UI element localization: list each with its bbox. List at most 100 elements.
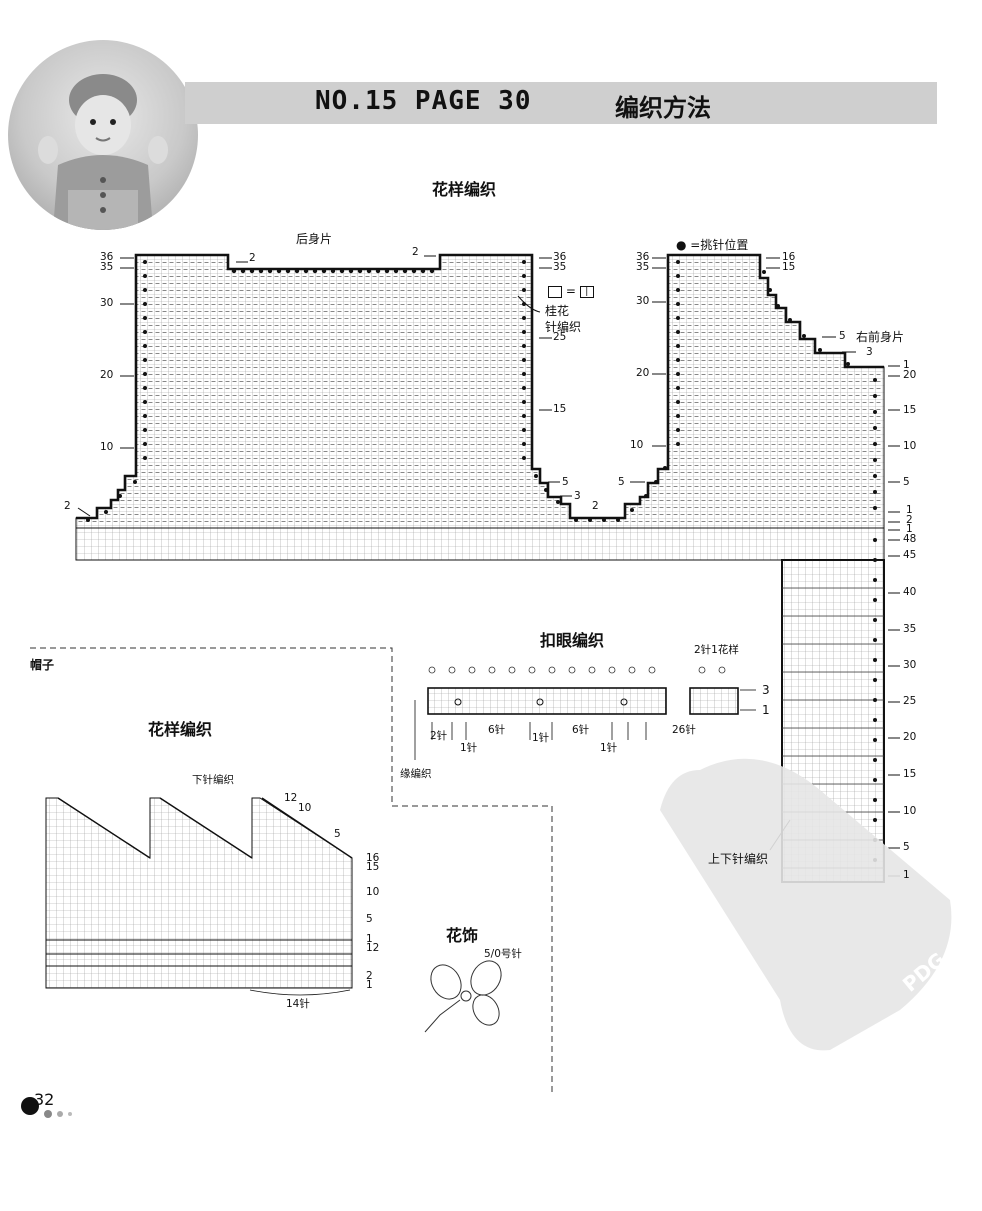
back-right-row-15: 15 <box>553 403 567 415</box>
front-neck-5: 5 <box>839 330 846 342</box>
page-number: 32 <box>34 1090 55 1109</box>
right-front-label: 右前身片 <box>856 330 905 344</box>
hood-label: 帽子 <box>30 658 55 672</box>
back-right-row-2: 2 <box>592 500 599 512</box>
buttonhole-title: 扣眼编织 <box>540 631 605 650</box>
buttonhole-count-6a: 6针 <box>488 724 506 736</box>
header-bar <box>185 82 937 124</box>
front-right-row-15: 15 <box>903 404 917 416</box>
buttonhole-count-2: 2针 <box>430 730 448 742</box>
shoulder-dots <box>231 268 435 274</box>
pickup-legend: ● =挑针位置 <box>676 238 749 252</box>
hood-row-5a: 5 <box>334 828 341 840</box>
back-piece-label: 后身片 <box>296 232 333 246</box>
front-row-10: 10 <box>630 439 644 451</box>
back-piece-grid <box>75 254 885 561</box>
hood-row-5b: 5 <box>366 913 373 925</box>
back-top-mark-right: 2 <box>412 246 419 258</box>
seed-stitch-label-1: 桂花 <box>545 304 570 318</box>
watermark-blob <box>660 758 952 1051</box>
hood-knit-label: 下针编织 <box>192 774 234 786</box>
back-row-35: 35 <box>100 261 114 273</box>
symbol-legend: = <box>565 284 576 298</box>
back-row-2: 2 <box>64 500 71 512</box>
front-right-row-40: 40 <box>903 586 917 598</box>
buttonhole-row-3: 3 <box>762 683 770 697</box>
front-right-row-1b: 1 <box>906 523 913 535</box>
hood-row-16: 16 <box>366 852 380 864</box>
front-right-row-30: 30 <box>903 659 917 671</box>
seed-stitch-label-2: 针编织 <box>545 320 582 334</box>
front-right-row-1a: 1 <box>906 504 913 516</box>
buttonhole-count-26: 26针 <box>672 724 696 736</box>
buttonhole-count-1c: 1针 <box>600 742 618 754</box>
header-title: 编织方法 <box>615 94 711 122</box>
front-right-row-45: 45 <box>903 549 917 561</box>
pickup-dots <box>86 260 877 862</box>
front-row-36: 36 <box>636 251 650 263</box>
back-top-mark-left: 2 <box>249 252 256 264</box>
front-row-30: 30 <box>636 295 650 307</box>
hood-row-1b: 1 <box>366 979 373 991</box>
buttonhole-dim-lines <box>414 689 756 760</box>
edge-stitch-label: 缘编织 <box>400 768 432 780</box>
hood-dashed-frame <box>30 647 553 1095</box>
seed-stitch-legend: = | <box>548 284 594 298</box>
flower-hook-label: 5/0号针 <box>484 948 522 960</box>
buttonhole-count-1a: 1针 <box>460 742 478 754</box>
hood-diagonal-edges <box>57 797 353 859</box>
front-row-35: 35 <box>636 261 650 273</box>
child-photo <box>8 40 198 230</box>
hood-row-1a: 1 <box>366 933 373 945</box>
front-neck-15: 15 <box>782 261 796 273</box>
front-neck-3: 3 <box>866 346 873 358</box>
back-outline <box>76 253 884 520</box>
pattern-section-title: 花样编织 <box>432 180 497 199</box>
buttonhole-strip-grid <box>427 687 667 715</box>
hood-row-12a: 12 <box>284 792 298 804</box>
pattern-number: NO.15 PAGE 30 <box>315 86 532 116</box>
back-right-row-5: 5 <box>562 476 569 488</box>
blank-square-icon <box>548 285 562 298</box>
purl-square-icon: | <box>579 285 594 298</box>
hood-row-12b: 12 <box>366 942 380 954</box>
front-right-row-35: 35 <box>903 623 917 635</box>
hood-row-10a: 10 <box>298 802 312 814</box>
buttonhole-picots <box>428 666 726 674</box>
front-right-row-2: 2 <box>906 514 913 526</box>
back-right-row-35: 35 <box>553 261 567 273</box>
front-right-row-20b: 20 <box>903 731 917 743</box>
front-right-row-1c: 1 <box>903 869 910 881</box>
front-right-row-10b: 10 <box>903 805 917 817</box>
back-right-row-3: 3 <box>574 490 581 502</box>
buttonhole-count-6b: 6针 <box>572 724 590 736</box>
flower-title: 花饰 <box>446 926 479 945</box>
hood-row-2: 2 <box>366 970 373 982</box>
back-right-row-25: 25 <box>553 331 567 343</box>
hood-stitch-brace <box>249 989 351 996</box>
buttonhole-strip-grid-right <box>689 687 739 715</box>
buttonhole-pattern-label: 2针1花样 <box>694 644 739 656</box>
front-right-row-10: 10 <box>903 440 917 452</box>
buttonhole-count-1b: 1针 <box>532 732 550 744</box>
hood-stitch-count: 14针 <box>286 998 310 1010</box>
back-row-10: 10 <box>100 441 114 453</box>
flower-motif <box>424 960 502 1033</box>
back-right-row-36: 36 <box>553 251 567 263</box>
front-right-row-25: 25 <box>903 695 917 707</box>
front-right-row-15b: 15 <box>903 768 917 780</box>
buttonhole-openings <box>454 698 628 706</box>
hood-row-10b: 10 <box>366 886 380 898</box>
hood-row-15: 15 <box>366 861 380 873</box>
buttonhole-row-1: 1 <box>762 703 770 717</box>
front-neck-1: 1 <box>903 359 910 371</box>
back-row-20: 20 <box>100 369 114 381</box>
front-right-row-5: 5 <box>903 476 910 488</box>
hood-title: 花样编织 <box>148 720 213 739</box>
back-row-30: 30 <box>100 297 114 309</box>
knit-purl-label: 上下针编织 <box>708 852 769 866</box>
bottom-border-band <box>75 527 885 561</box>
child-photo-illustration <box>38 74 168 230</box>
front-row-20: 20 <box>636 367 650 379</box>
